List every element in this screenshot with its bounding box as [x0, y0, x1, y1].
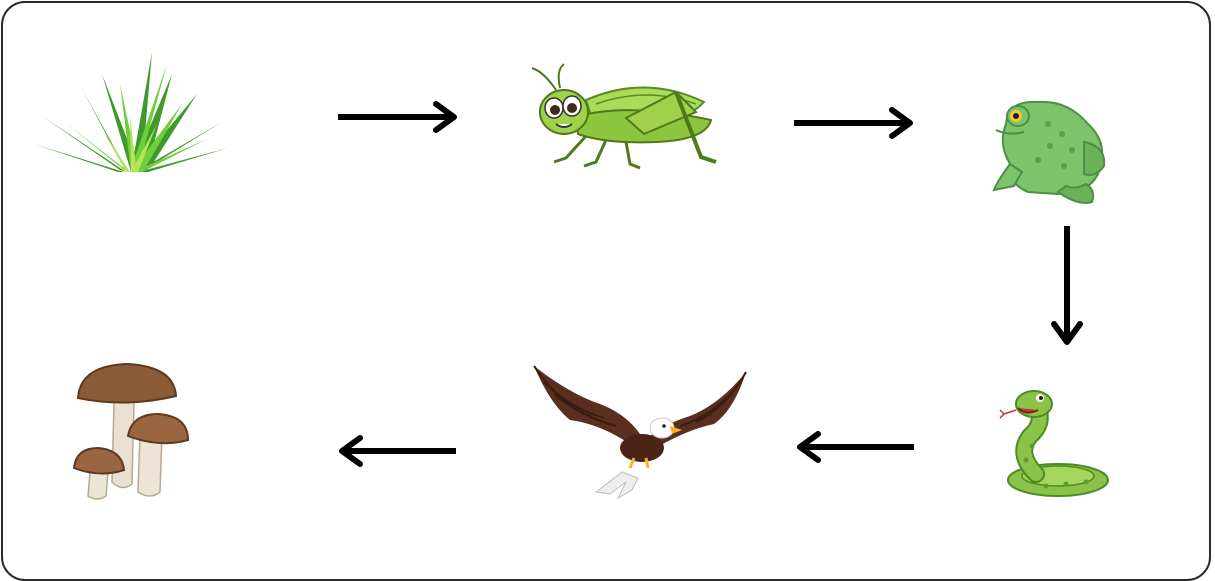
snake-node	[996, 384, 1114, 502]
snake-icon	[999, 390, 1109, 497]
grass-icon	[34, 52, 228, 172]
mushroom-icon	[72, 362, 190, 500]
eagle-node	[530, 364, 750, 500]
arrow-grass-to-grasshopper	[338, 101, 462, 133]
grasshopper-node	[526, 62, 722, 174]
arrow-snake-to-eagle	[792, 431, 916, 463]
grasshopper-icon	[531, 63, 717, 170]
frog-node	[988, 94, 1112, 208]
eagle-icon	[533, 365, 747, 500]
arrow-grasshopper-to-frog	[794, 107, 918, 139]
mushroom-node	[70, 362, 194, 502]
arrow-eagle-to-mushrooms	[334, 435, 458, 467]
frog-icon	[992, 100, 1106, 204]
grass-node	[32, 44, 230, 176]
arrow-frog-to-snake	[1051, 226, 1083, 348]
